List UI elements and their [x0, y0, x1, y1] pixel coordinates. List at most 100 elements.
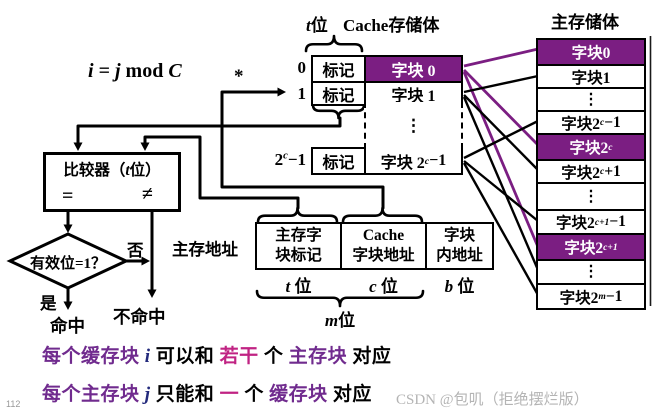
- memory-ellipsis-cell: ⋮: [536, 182, 646, 211]
- decision-no-label: 否: [127, 241, 144, 260]
- address-field-line2: 字块地址: [352, 247, 415, 264]
- text-segment: 位: [290, 277, 312, 296]
- text-segment: 字块2: [561, 164, 600, 182]
- text-segment: −1: [429, 152, 447, 169]
- text-segment: 对应: [347, 346, 392, 367]
- address-field-line1: 字块: [443, 227, 475, 244]
- address-field-line2: 块标记: [275, 247, 322, 264]
- text-segment: t: [285, 277, 291, 296]
- equal-sign: =: [62, 185, 74, 207]
- text-segment: i: [88, 60, 94, 82]
- text-segment: mod: [120, 60, 169, 82]
- text-segment: j: [114, 60, 121, 82]
- text-segment: c+1: [594, 216, 610, 228]
- text-segment: −1: [609, 213, 626, 230]
- cache-tag-cell: 标记: [311, 55, 366, 83]
- memory-ellipsis-cell: ⋮: [536, 87, 646, 112]
- text-segment: 0: [297, 58, 307, 77]
- text-segment: 字块 0: [391, 63, 436, 80]
- text-segment: c: [424, 155, 430, 167]
- address-field-box: 字块内地址: [425, 222, 494, 270]
- text-segment: −1: [605, 287, 623, 305]
- note-line: 每个缓存块 i 可以和 若干 个 主存块 对应: [42, 341, 391, 368]
- row-select-star: *: [234, 66, 244, 87]
- memory-ellipsis-cell: ⋮: [536, 259, 646, 285]
- text-segment: j: [144, 384, 151, 405]
- address-field-line1: Cache: [362, 227, 405, 244]
- text-segment: 若干: [219, 346, 259, 367]
- mapping-formula: i = j mod C: [88, 60, 182, 83]
- comparator-box: 比较器（t位） = ≠: [43, 152, 181, 212]
- text-segment: 字块2: [559, 289, 599, 307]
- miss-label: 不命中: [113, 307, 166, 327]
- text-segment: 字块2: [569, 140, 609, 157]
- cache-tag-bits-label: t位: [306, 11, 328, 36]
- watermark: CSDN @包叽（拒绝摆烂版）: [396, 392, 589, 408]
- field-bits-label: b 位: [425, 272, 494, 297]
- text-segment: 字块0: [571, 45, 611, 62]
- not-equal-sign: ≠: [142, 183, 153, 205]
- text-segment: c: [369, 277, 377, 296]
- text-segment: 缓存块: [269, 384, 328, 405]
- text-segment: −1: [287, 150, 306, 169]
- address-field-box: 主存字块标记: [255, 222, 342, 270]
- text-segment: =: [93, 60, 115, 82]
- text-segment: +1: [604, 162, 621, 180]
- main-memory-address-label: 主存地址: [172, 240, 238, 259]
- text-segment: c: [599, 166, 605, 177]
- text-segment: c: [599, 117, 605, 128]
- text-segment: 个: [258, 346, 289, 367]
- text-segment: t: [306, 16, 311, 35]
- text-segment: 字块 2: [380, 155, 425, 172]
- text-segment: b: [444, 277, 454, 296]
- text-segment: 位: [453, 277, 475, 296]
- text-segment: 位）: [129, 162, 161, 179]
- text-segment: 字块1: [571, 69, 611, 87]
- text-segment: 字块 1: [391, 87, 436, 105]
- text-segment: 每个主存块: [42, 384, 145, 405]
- text-segment: 每个缓存块: [42, 346, 145, 367]
- text-segment: m: [598, 291, 606, 302]
- cache-ellipsis-cell: ⋮: [364, 102, 463, 149]
- text-segment: 字块2: [564, 240, 604, 257]
- text-segment: 一: [219, 384, 240, 405]
- total-bits-label: m位: [300, 306, 380, 331]
- field-bits-label: t 位: [255, 272, 342, 297]
- address-field-line2: 内地址: [436, 247, 483, 264]
- text-segment: 位: [310, 16, 328, 35]
- text-segment: c: [608, 141, 613, 153]
- text-segment: 主存块: [288, 346, 348, 367]
- hit-label: 命中: [50, 316, 85, 336]
- text-segment: 比较器（: [63, 162, 126, 179]
- cache-tag-cell: 标记: [311, 81, 366, 106]
- valid-bit-decision: 有效位=1？: [29, 256, 107, 272]
- text-segment: m: [324, 311, 339, 330]
- text-segment: −1: [604, 113, 621, 131]
- text-segment: 对应: [327, 384, 372, 405]
- text-segment: c+1: [603, 241, 618, 253]
- text-segment: C: [168, 60, 182, 82]
- text-segment: 2: [274, 150, 284, 169]
- text-segment: i: [144, 346, 151, 367]
- main-memory-title: 主存储体: [551, 13, 619, 32]
- address-field-line1: 主存字: [275, 227, 322, 244]
- text-segment: 字块2: [556, 215, 595, 232]
- memory-block-cell: 字块1: [536, 64, 646, 89]
- field-bits-label: c 位: [340, 272, 427, 297]
- cache-title: Cache存储体: [343, 16, 440, 35]
- decision-yes-label: 是: [40, 294, 57, 313]
- note-line: 每个主存块 j 只能和 一 个 缓存块 对应: [42, 379, 372, 406]
- text-segment: 可以和: [150, 346, 220, 367]
- text-segment: 字块2: [561, 115, 600, 133]
- page-number: 112: [6, 399, 21, 409]
- cache-tag-cell: 标记: [311, 147, 366, 175]
- cache-row-index: 0: [230, 58, 307, 78]
- address-field-box: Cache 字块地址: [340, 222, 427, 270]
